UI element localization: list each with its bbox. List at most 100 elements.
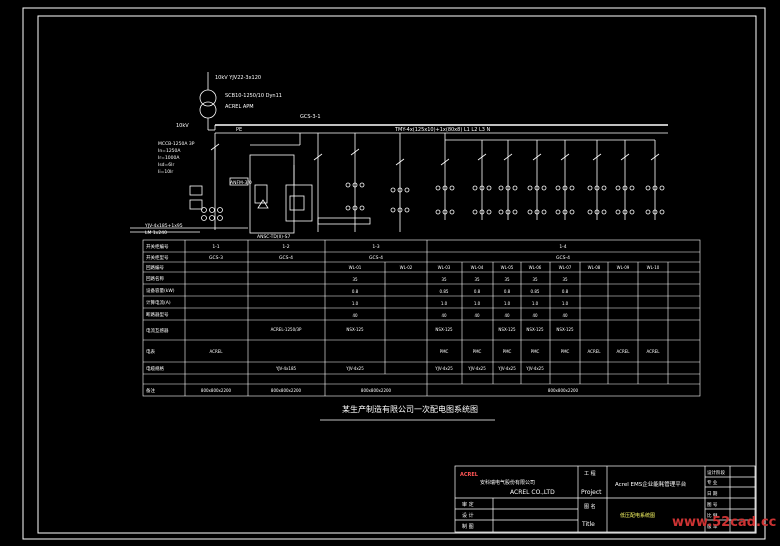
cell-value: 800x800x2200 — [548, 388, 579, 393]
title-label-cn: 图 名 — [584, 503, 596, 510]
parameter-table — [142, 239, 701, 397]
breaker-models: ACREL-1250/3P NSX-125 NSX-125 NSX-125 NS… — [271, 327, 574, 332]
transformer-spec-label: SCB10-1250/10 Dyn11 — [225, 93, 282, 99]
title-row-label: 制 图 — [462, 523, 474, 530]
cell-value: ACREL — [647, 349, 661, 354]
row-label: 开关柜型号 — [146, 254, 169, 261]
cell-value: 0.85 — [440, 289, 449, 294]
title-block-right-rows: 设计阶段 专 业 日 期 图 号 比 例 版 本 — [707, 469, 725, 530]
cell-value: 1.0 — [532, 301, 539, 306]
cell-value: ACREL — [210, 349, 224, 354]
circuit-id: WL-01 — [349, 265, 362, 270]
cell-value: 40 — [441, 313, 447, 318]
outgoing-feeders — [435, 140, 665, 220]
busbar-label: TMY-4x(125x10)+1x(80x8) L1 L2 L3 N — [394, 127, 491, 133]
cell-value: 0.8 — [474, 289, 481, 294]
title-row-label: 日 期 — [707, 491, 718, 497]
left-note: Isd=6Ir — [158, 162, 174, 168]
circuit-id: WL-09 — [617, 265, 630, 270]
cell-value: PMC — [503, 349, 512, 354]
left-note: In=1250A — [158, 148, 181, 154]
busbar-top-tag: GCS-3-1 — [300, 114, 321, 120]
cell-value: 0.8 — [352, 289, 359, 294]
title-block — [454, 465, 756, 533]
cell-value: PMC — [440, 349, 449, 354]
cell-value: 40 — [532, 313, 538, 318]
left-notes: MCCB-1250A 3P In=1250A Ir=1000A Isd=6Ir … — [158, 141, 195, 175]
circuit-id: WL-10 — [647, 265, 660, 270]
row-label: 计算电流(A) — [146, 299, 171, 306]
cell-value: ACREL — [617, 349, 631, 354]
cell-value: 40 — [504, 313, 510, 318]
cell-value: 40 — [562, 313, 568, 318]
cell-value: PMC — [561, 349, 570, 354]
transformer-winding-secondary — [199, 101, 217, 119]
row-c-values: 1.0 1.0 1.0 1.0 1.0 1.0 — [352, 301, 569, 306]
cell-value: YJV-4x25 — [525, 366, 544, 371]
cell-value: 35 — [562, 277, 568, 282]
row-label: 断路器型号 — [146, 311, 169, 318]
cell-value: 800x800x2200 — [271, 388, 302, 393]
title-row-label: 设 计 — [462, 512, 474, 519]
circuit-ids: WL-01 WL-02 WL-03 WL-04 WL-05 WL-06 WL-0… — [349, 265, 660, 270]
cabinet-type: GCS-4 — [279, 255, 293, 261]
cell-value: 1.0 — [474, 301, 481, 306]
title-block-left-rows: 审 定 设 计 制 图 — [462, 501, 474, 530]
left-note: Ii=10Ir — [158, 169, 173, 175]
column-code: 1-1 — [212, 244, 219, 250]
row-d-values: 40 40 40 40 40 40 — [352, 313, 568, 318]
transformer-meter-label: ACREL APM — [225, 104, 254, 110]
title-row-label: 专 业 — [707, 479, 718, 486]
title-row-label: 设计阶段 — [707, 469, 725, 476]
cell-value: 35 — [504, 277, 510, 282]
cell-value: 0.85 — [531, 289, 540, 294]
cell-value: ACREL — [588, 349, 602, 354]
cabinet-type: GCS-3 — [209, 255, 223, 261]
circuit-id: WL-02 — [400, 265, 413, 270]
transformer-top-label: 10kV YJV22-3x120 — [215, 75, 261, 81]
row-label: 回路编号 — [146, 264, 164, 271]
row-b-values: 0.8 0.85 0.8 0.8 0.85 0.8 — [352, 289, 569, 294]
cell-value: 800x800x2200 — [361, 388, 392, 393]
cell-value: 35 — [474, 277, 480, 282]
cell-value: 35 — [352, 277, 358, 282]
cell-value: PMC — [531, 349, 540, 354]
cell-value: 1.0 — [352, 301, 359, 306]
row-a-values: 35 35 35 35 35 35 — [352, 277, 568, 282]
ct-group-left — [201, 207, 223, 221]
column-codes: 1-1 1-2 1-3 1-4 — [212, 244, 566, 250]
title-label-en: Title — [581, 521, 595, 528]
cabinet-type: GCS-4 — [556, 255, 570, 261]
title-row-label: 比 例 — [707, 512, 718, 519]
cabinet-1-3 — [285, 184, 313, 222]
company-name-cn: 安科瑞电气股份有限公司 — [480, 479, 535, 486]
row-label: 备注 — [146, 387, 155, 394]
bottom-left-label: LM 1x240 — [145, 230, 167, 236]
column-code: 1-2 — [282, 244, 289, 250]
cell-value: NSX-125 — [556, 327, 574, 332]
meter-row: ACREL PMC PMC PMC PMC PMC ACREL ACREL AC… — [210, 349, 661, 354]
meter-box — [229, 177, 249, 186]
cell-value: YJV-4x25 — [434, 366, 453, 371]
circuit-id: WL-03 — [438, 265, 451, 270]
transformer-side-label: 10kV — [176, 123, 189, 129]
drawing-title: 某生产制造有限公司一次配电图系统图 — [342, 404, 478, 414]
company-name-en: ACREL CO.,LTD — [510, 489, 555, 496]
tail-box — [317, 217, 371, 225]
cell-value: 1.0 — [441, 301, 448, 306]
watermark: www.52cad.cc — [672, 515, 776, 530]
circuit-id: WL-06 — [529, 265, 542, 270]
tail-label: ANSC-TD(II)-S7 — [257, 234, 291, 240]
row-label: 电缆规格 — [146, 365, 164, 372]
table-row-labels: 开关柜编号 开关柜型号 回路编号 回路名称 设备容量(kW) 计算电流(A) 断… — [146, 243, 175, 394]
cell-value: 40 — [352, 313, 358, 318]
project-name: Acrel EMS企业能耗管理平台 — [615, 480, 687, 488]
transformer-winding-primary — [199, 89, 217, 107]
bottom-left-label: YJV-4x185+1x95 — [144, 223, 183, 229]
column-code: 1-3 — [372, 244, 379, 250]
cell-value: 0.8 — [562, 289, 569, 294]
cell-value: PMC — [473, 349, 482, 354]
cell-value: NSX-125 — [526, 327, 544, 332]
row-label: 开关柜编号 — [146, 243, 169, 250]
cell-value: 40 — [474, 313, 480, 318]
